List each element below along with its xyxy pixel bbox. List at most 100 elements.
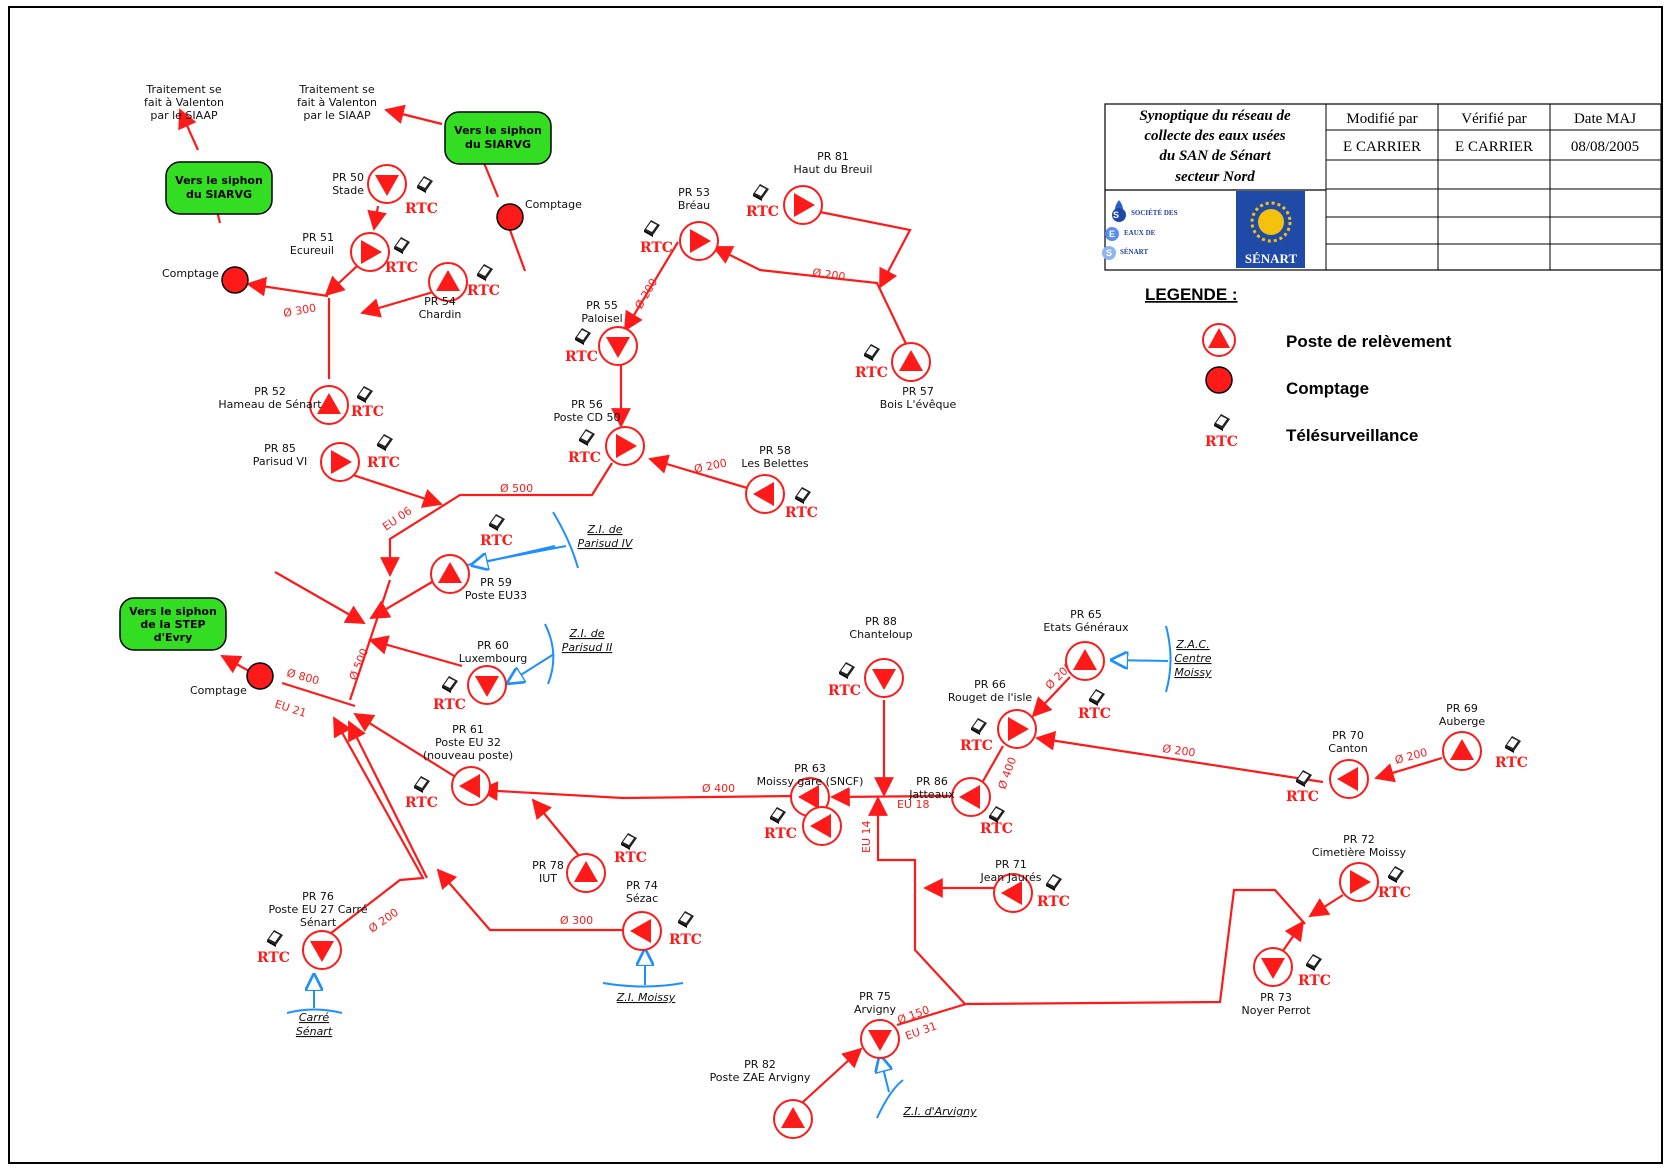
rtc-label: RTC xyxy=(565,349,598,365)
zone-connector xyxy=(602,982,684,988)
telemetry-icon xyxy=(678,911,694,928)
rtc-label: RTC xyxy=(257,950,290,966)
rtc-label: RTC xyxy=(640,240,673,256)
note-line: fait à Valenton xyxy=(297,96,377,109)
telemetry-icon xyxy=(1089,689,1105,706)
pipe-label: Ø 500 xyxy=(347,647,371,683)
station-label: Sézac xyxy=(626,892,658,905)
pipe xyxy=(349,472,443,508)
flow-direction-icon xyxy=(606,337,630,358)
station-label: PR 60 xyxy=(477,639,509,652)
telemetry-icon xyxy=(971,718,987,735)
flow-direction-icon xyxy=(331,450,352,474)
zone-connector xyxy=(876,1079,904,1119)
pipe-label: Ø 200 xyxy=(366,906,401,936)
station-label: Etats Généraux xyxy=(1043,621,1129,634)
flow-direction-icon xyxy=(1337,767,1358,791)
pipe-label: Ø 200 xyxy=(693,456,728,476)
title-line: du SAN de Sénart xyxy=(1159,148,1271,164)
rtc-label: RTC xyxy=(467,283,500,299)
flow-direction-icon xyxy=(436,270,460,291)
rtc-label: RTC xyxy=(405,201,438,217)
title-line: secteur Nord xyxy=(1174,169,1255,185)
station-label: PR 61 xyxy=(452,723,484,736)
pipe-label: Ø 500 xyxy=(500,482,533,495)
legend-item: Poste de relèvement xyxy=(1202,323,1452,357)
svg-text:S: S xyxy=(1113,210,1119,220)
rtc-label: RTC xyxy=(351,404,384,420)
station-label: PR 59 xyxy=(480,576,512,589)
rtc-label: RTC xyxy=(1495,755,1528,771)
zone-label: Z.I. de Parisud II xyxy=(562,627,613,654)
station-label: PR 69 xyxy=(1446,702,1478,715)
note-line: Traitement se xyxy=(298,83,374,96)
pipe xyxy=(380,462,613,577)
logo-text: SÉNART xyxy=(1120,248,1148,256)
pipe-label: Ø 200 xyxy=(632,276,660,311)
zone-connector xyxy=(1165,625,1172,693)
flow-direction-icon xyxy=(574,861,598,882)
logo-text: SOCIÉTÉ DES xyxy=(1131,209,1178,217)
pipe xyxy=(321,716,425,941)
station-label: PR 57 xyxy=(902,385,934,398)
telemetry-icon xyxy=(770,807,786,824)
station-label: Arvigny xyxy=(854,1003,897,1016)
telemetry-icon xyxy=(1214,414,1230,431)
station-label: PR 75 xyxy=(859,990,891,1003)
station-label: PR 78 xyxy=(532,859,564,872)
telemetry-icon xyxy=(1388,866,1404,883)
rtc-label: RTC xyxy=(1205,434,1238,450)
telemetry-icon xyxy=(394,237,410,254)
zone-line: Z.I. d'Arvigny xyxy=(902,1105,977,1118)
pump-station-pr63-second xyxy=(802,806,842,846)
pipe xyxy=(360,288,441,318)
flow-direction-icon xyxy=(1001,881,1022,905)
pipe xyxy=(274,571,366,624)
pipe-label: EU 14 xyxy=(860,821,873,854)
station-label: PR 82 xyxy=(744,1058,776,1071)
meter-icon xyxy=(246,662,274,690)
station-label: Canton xyxy=(1328,742,1367,755)
station-label: Poste EU33 xyxy=(465,589,527,602)
pipe-label: Ø 200 xyxy=(812,266,847,283)
pipe xyxy=(384,104,443,126)
pipe xyxy=(648,454,765,495)
rtc-label: RTC xyxy=(855,365,888,381)
siphon-line: de la STEP xyxy=(140,618,205,631)
telemetry-icon xyxy=(377,434,393,451)
zone-label: Z.I. de Parisud IV xyxy=(578,523,634,550)
station-label: Haut du Breuil xyxy=(794,163,873,176)
station-label: PR 85 xyxy=(264,442,296,455)
meter: Comptage xyxy=(496,198,582,231)
flow-direction-icon xyxy=(630,919,651,943)
zone-connector xyxy=(544,623,555,685)
station-label: PR 53 xyxy=(678,186,710,199)
pipe xyxy=(1374,756,1443,783)
station-label: Bois L'évêque xyxy=(880,398,957,411)
zone-connectors xyxy=(286,511,1172,1119)
legend-item: RTC Télésurveillance xyxy=(1205,414,1418,450)
telemetry-icon xyxy=(357,386,373,403)
pipe xyxy=(1031,676,1071,718)
flow-direction-icon xyxy=(872,669,896,690)
rtc-label: RTC xyxy=(669,932,702,948)
station-label: PR 76 xyxy=(302,890,334,903)
legend: LEGENDE : Poste de relèvement Comptage R… xyxy=(1145,285,1452,450)
meter-icon xyxy=(1205,366,1233,394)
zone-line: Z.I. Moissy xyxy=(616,991,676,1004)
siphon-line: d'Evry xyxy=(154,631,193,644)
telemetry-icon xyxy=(753,184,769,201)
treatment-note: Traitement se fait à Valenton par le SIA… xyxy=(144,83,224,122)
meter-label: Comptage xyxy=(162,267,219,280)
zone-line: Carré xyxy=(299,1011,329,1024)
station-label: Cimetière Moissy xyxy=(1312,846,1407,859)
pipe xyxy=(178,108,200,151)
